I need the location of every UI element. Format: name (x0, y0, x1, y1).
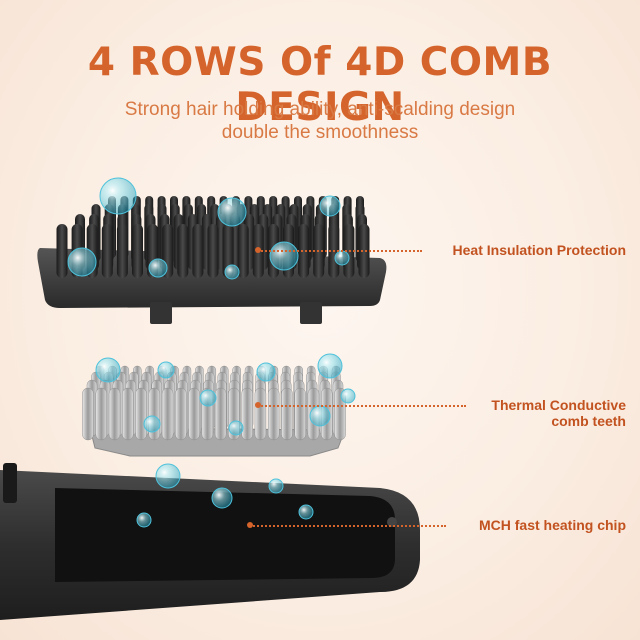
water-bubble (319, 195, 341, 217)
subtitle-line-1: Strong hair holding ability, anti-scaldi… (124, 99, 516, 120)
black-comb-tooth (56, 224, 68, 278)
callout-thermal-conductive-line-1: Thermal Conductive (491, 397, 626, 413)
water-bubble (199, 389, 217, 407)
water-bubble (298, 504, 314, 520)
callout-thermal-conductive-line-2: comb teeth (551, 413, 626, 429)
device-body (0, 463, 420, 620)
water-bubble (157, 361, 175, 379)
black-comb (37, 196, 387, 324)
water-bubble (67, 247, 97, 277)
silver-comb-tooth (175, 387, 187, 441)
black-comb-tooth (116, 224, 128, 278)
black-comb-tooth (192, 224, 204, 278)
silver-comb-tooth (108, 387, 121, 441)
silver-comb-tooth (135, 387, 147, 441)
silver-comb (82, 365, 346, 457)
silver-comb-tooth (214, 387, 227, 441)
silver-comb-tooth (95, 387, 108, 441)
subtitle-line-2: double the smoothness (221, 122, 419, 143)
water-bubble (268, 478, 284, 494)
water-bubble (317, 353, 343, 379)
water-bubble (143, 415, 161, 433)
black-comb-tooth (177, 224, 189, 278)
silver-comb-tooth (281, 387, 293, 441)
callout-mch-chip: MCH fast heating chip (478, 517, 626, 533)
water-bubble (340, 388, 356, 404)
silver-comb-tooth (82, 387, 94, 441)
silver-comb-tooth (188, 387, 200, 441)
black-comb-tooth (222, 224, 234, 278)
leader-mch-chip (250, 525, 446, 527)
water-bubble (256, 362, 276, 382)
water-bubble (269, 241, 299, 271)
silver-comb-tooth (294, 387, 306, 441)
water-bubble (148, 258, 168, 278)
water-bubbles (67, 177, 356, 528)
headline: 4 ROWS Of 4D COMB DESIGN (87, 40, 553, 130)
silver-comb-tooth (161, 387, 174, 441)
water-bubble (95, 357, 121, 383)
leader-heat-insulation (258, 250, 422, 252)
silver-comb-tooth (254, 387, 267, 441)
silver-comb-tooth (267, 387, 280, 441)
water-bubble (136, 512, 152, 528)
silver-comb-tooth (241, 387, 253, 441)
leader-dot-heat-insulation (255, 247, 261, 253)
callout-heat-insulation: Heat Insulation Protection (452, 242, 626, 258)
water-bubble (334, 250, 350, 266)
water-bubble (155, 463, 181, 489)
water-bubble (99, 177, 137, 215)
water-bubble (217, 197, 247, 227)
black-comb-tooth (237, 224, 249, 278)
water-bubble (224, 264, 240, 280)
water-bubble (309, 405, 331, 427)
leader-dot-thermal-conductive (255, 402, 261, 408)
black-comb-tooth (101, 224, 113, 278)
black-comb-tooth (132, 224, 143, 278)
water-bubble (211, 487, 233, 509)
water-bubble (228, 420, 244, 436)
leader-dot-mch-chip (247, 522, 253, 528)
black-comb-tooth (207, 224, 219, 278)
silver-comb-tooth (122, 387, 134, 441)
leader-thermal-conductive (258, 405, 466, 407)
